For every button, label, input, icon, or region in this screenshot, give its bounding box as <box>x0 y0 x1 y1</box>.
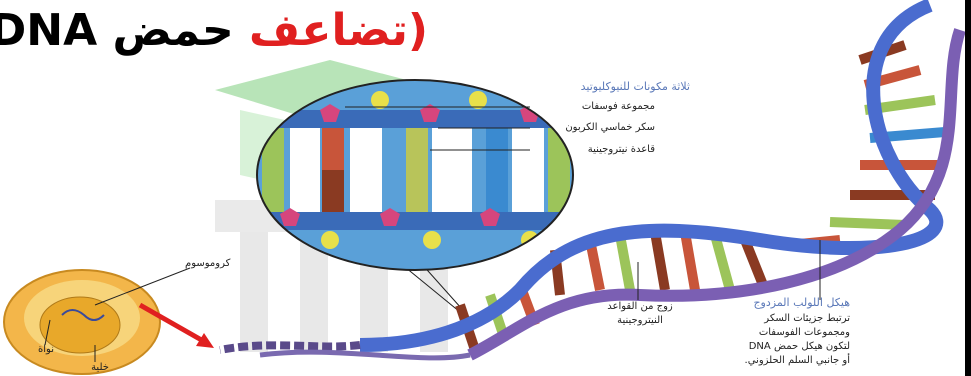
label-pentose-sugar: سكر خماسي الكربون <box>535 122 655 133</box>
label-cell: خلية <box>80 362 120 373</box>
frame-border <box>965 0 971 376</box>
label-chromosome: كروموسوم <box>185 258 255 269</box>
label-nucleus: نواة <box>14 344 54 355</box>
label-nucleotide-components: ثلاثة مكونات للنيوكليوتيد <box>560 80 690 93</box>
label-phosphate-group: مجموعة فوسفات <box>535 101 655 112</box>
cell <box>4 270 160 374</box>
page-title: (تضاعف حمض DNA) <box>8 2 428 64</box>
title-highlight: (تضاعف <box>249 5 428 56</box>
label-double-helix-desc: ترتبط جزيئات السكر ومجموعات الفوسفات لتك… <box>740 312 850 368</box>
title-text: حمض DNA <box>0 5 234 56</box>
label-nitrogen-base: قاعدة نيتروجينية <box>535 144 655 155</box>
label-base-pair: زوج من القواعد النيتروجينية <box>600 300 680 328</box>
label-double-helix-title: هيكل اللولب المزدوج <box>740 296 850 309</box>
